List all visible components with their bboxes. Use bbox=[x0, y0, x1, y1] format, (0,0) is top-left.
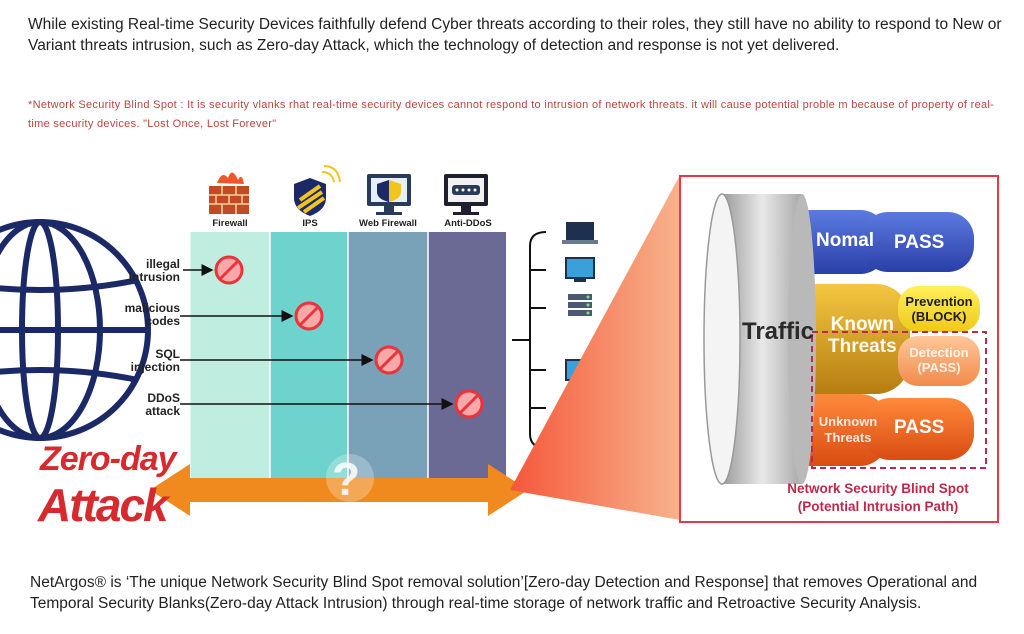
normal-pass-bar bbox=[862, 212, 974, 272]
threat-line: attack bbox=[145, 404, 180, 418]
block-icon bbox=[214, 255, 244, 285]
prevention-line: Prevention bbox=[905, 294, 973, 309]
ips-column bbox=[270, 232, 348, 482]
globe-icon bbox=[0, 219, 151, 441]
threat-line: malicious bbox=[124, 301, 180, 315]
blind-spot-footnote: *Network Security Blind Spot : It is sec… bbox=[28, 99, 995, 130]
normal-pass-label: PASS bbox=[894, 232, 945, 253]
laptop-icon bbox=[566, 222, 594, 240]
ips-shield-icon bbox=[294, 165, 341, 216]
unknown-pass-bar bbox=[864, 398, 974, 460]
unknown-pass-label: PASS bbox=[894, 417, 945, 438]
netargos-paragraph: NetArgos® is ‘The unique Network Securit… bbox=[30, 574, 978, 612]
anti-ddos-icon bbox=[444, 174, 488, 215]
anti-ddos-column bbox=[428, 232, 506, 482]
attack-title: Attack bbox=[38, 479, 169, 531]
detection-line: Detection bbox=[909, 345, 969, 360]
intro-paragraph: While existing Real-time Security Device… bbox=[28, 16, 1002, 54]
zero-day-bypass-arrow bbox=[150, 464, 528, 516]
traffic-label: Traffic bbox=[742, 318, 815, 345]
zero-day-title: Zero-day bbox=[40, 440, 177, 478]
unknown-line: Threats bbox=[824, 430, 872, 445]
unknown-threats-label: Unknown Threats bbox=[812, 414, 884, 446]
firewall-label: Firewall bbox=[212, 218, 248, 229]
prevention-line: (BLOCK) bbox=[911, 309, 967, 324]
block-icon bbox=[454, 389, 484, 419]
threat-line: injection bbox=[130, 360, 180, 374]
zoom-funnel bbox=[510, 175, 680, 520]
threat-label-malicious-codes: malicious codes bbox=[96, 302, 180, 328]
detection-line: (PASS) bbox=[917, 360, 961, 375]
blind-spot-caption: Network Security Blind Spot (Potential I… bbox=[760, 480, 996, 516]
normal-label: Nomal bbox=[816, 230, 875, 251]
threat-line: codes bbox=[145, 314, 180, 328]
detection-pass-bar bbox=[898, 336, 980, 386]
traffic-cylinder bbox=[703, 193, 816, 485]
blind-spot-line: Network Security Blind Spot bbox=[787, 481, 969, 496]
threat-line: intrusion bbox=[128, 270, 180, 284]
detection-label: Detection (PASS) bbox=[900, 345, 978, 375]
unknown-line: Unknown bbox=[818, 414, 878, 429]
anti-ddos-label: Anti-DDoS bbox=[444, 218, 492, 229]
known-threats-label: Known Threats bbox=[828, 314, 897, 358]
ips-label: IPS bbox=[302, 218, 318, 229]
web-firewall-label: Web Firewall bbox=[359, 218, 417, 229]
threat-line: DDoS bbox=[147, 391, 180, 405]
prevention-block-bar bbox=[898, 286, 980, 332]
block-icon bbox=[374, 345, 404, 375]
blind-spot-box bbox=[811, 331, 987, 469]
web-firewall-icon bbox=[367, 174, 411, 215]
threat-line: SQL bbox=[155, 347, 180, 361]
threat-label-illegal-intrusion: illegal intrusion bbox=[100, 258, 180, 284]
network-bracket bbox=[512, 231, 547, 449]
blind-spot-line: (Potential Intrusion Path) bbox=[797, 499, 959, 514]
firewall-icon bbox=[209, 172, 249, 214]
threat-label-sql-injection: SQL injection bbox=[96, 348, 180, 374]
known-line: Known bbox=[830, 314, 894, 335]
known-line: Threats bbox=[828, 336, 897, 357]
question-mark: ? bbox=[332, 453, 361, 505]
threat-line: illegal bbox=[145, 257, 180, 271]
block-icon bbox=[294, 301, 324, 331]
threat-label-ddos-attack: DDoS attack bbox=[96, 392, 180, 418]
monitor-icon bbox=[565, 257, 595, 279]
prevention-label: Prevention (BLOCK) bbox=[900, 294, 978, 324]
server-icon bbox=[568, 294, 592, 316]
